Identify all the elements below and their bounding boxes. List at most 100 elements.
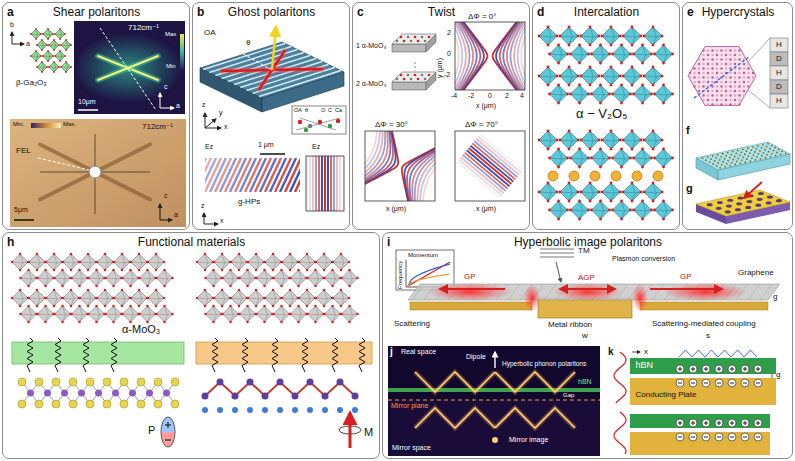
hypercrystal-slab-part (740, 151, 742, 153)
hypercrystal-lattice-part (725, 103, 727, 105)
functional-heterostructures-part (78, 269, 81, 272)
hypercrystal-lattice-part (698, 67, 700, 69)
hypercrystal-lattice-part (716, 67, 718, 69)
functional-heterostructures-part (86, 378, 94, 386)
v2o5-structure-part (629, 53, 632, 56)
hypercrystal-lattice-part (720, 90, 722, 92)
functional-heterostructures-part (138, 253, 141, 256)
hypercrystal-lattice-part (734, 103, 736, 105)
polariton-field-plot-part-part-part (459, 159, 502, 195)
hypercrystal-slab-part (756, 156, 758, 158)
functional-heterostructures-part (273, 254, 276, 270)
nano-ftir-image-part (160, 204, 161, 220)
functional-heterostructures-part (247, 379, 254, 386)
v2o5-structure-part (548, 53, 551, 56)
v2o5-structure-part (539, 131, 557, 149)
functional-heterostructures-part (265, 298, 281, 300)
functional-heterostructures-part (113, 297, 116, 300)
near-field-map (73, 21, 185, 114)
hypercrystal-lattice-part (734, 90, 736, 92)
functional-heterostructures-part (263, 321, 266, 324)
hypercrystal-lattice-part (711, 67, 713, 69)
hypercrystal-slab-part (729, 157, 731, 159)
v2o5-structure-part (613, 210, 631, 212)
hypercrystal-slab-part (730, 154, 732, 156)
v2o5-structure-part (548, 209, 551, 212)
functional-heterostructures-part (246, 269, 249, 272)
hypercrystal-slab-part (762, 144, 764, 146)
v2o5-structure-part (587, 157, 590, 160)
panel-title: Intercalation (551, 5, 662, 19)
image-charge-sketch-part (630, 414, 770, 428)
v2o5-structure-part (571, 85, 589, 103)
functional-heterostructures-part (220, 277, 223, 280)
hypercrystal-slab-part (753, 154, 755, 156)
image-charge-sketch-part (715, 433, 723, 441)
functional-heterostructures-part (257, 314, 273, 316)
label-anchor: H (776, 40, 782, 49)
v2o5-structure-part (620, 200, 623, 203)
moo3-twisted-stack-part (415, 62, 416, 71)
v2o5-structure-part (601, 201, 604, 219)
v2o5-structure-part (592, 158, 610, 160)
graphene-ribbon-scene-part (408, 264, 450, 286)
functional-heterostructures-part (19, 269, 22, 272)
image-charge-sketch-part (614, 412, 626, 454)
v2o5-structure-part (557, 148, 560, 151)
hypercrystal-slab-part (737, 150, 739, 152)
functional-heterostructures-part (221, 253, 224, 256)
functional-heterostructures-part (38, 270, 54, 286)
functional-heterostructures-part (46, 298, 62, 300)
v2o5-structure-part (623, 131, 641, 149)
functional-heterostructures-part (95, 297, 98, 300)
v2o5-structure-part (601, 35, 604, 38)
v2o5-structure-part (662, 84, 665, 87)
functional-heterostructures-part (104, 289, 107, 292)
perforated-plate-part (744, 182, 762, 198)
v2o5-structure-part (634, 54, 652, 56)
ga2o3-crystal-part (55, 34, 65, 36)
near-field-map-part (100, 28, 156, 110)
v2o5-structure-part (631, 200, 634, 203)
hypercrystal-lattice-part (716, 103, 718, 105)
panel-box: cTwist (352, 2, 530, 230)
hypercrystal-slab-part (727, 152, 729, 154)
charge-symbol (757, 366, 758, 370)
hypercrystal-lattice-part (729, 49, 731, 51)
functional-heterostructures-part (44, 305, 47, 308)
image-charge-sketch-part (745, 421, 746, 425)
functional-heterostructures-part (342, 270, 358, 286)
functional-heterostructures-part (53, 289, 56, 292)
functional-heterostructures-part (52, 400, 60, 408)
v2o5-structure-part (560, 36, 578, 38)
hypercrystal-lattice-part (716, 94, 718, 96)
figure-label: -2 (444, 71, 450, 79)
functional-heterostructures-part (61, 261, 64, 264)
ga2o3-crystal-part (55, 56, 65, 58)
hypercrystal-lattice-part (720, 67, 722, 69)
functional-heterostructures-part (44, 285, 47, 288)
v2o5-structure-part (623, 183, 641, 201)
functional-heterostructures-part (87, 253, 90, 256)
functional-heterostructures-part (27, 321, 30, 324)
hypercrystal-lattice-part (743, 72, 745, 74)
functional-heterostructures-part (282, 306, 285, 322)
polariton-field-plot-part-part (365, 131, 435, 201)
v2o5-structure-part (571, 45, 589, 63)
v2o5-structure-part (620, 62, 623, 65)
v2o5-structure-part (631, 130, 634, 133)
v2o5-structure-part (599, 44, 602, 47)
nano-ftir-image-part (160, 220, 172, 221)
ga2o3-crystal-part (35, 50, 37, 52)
image-charge-sketch-part (728, 419, 736, 427)
functional-heterostructures-part (308, 314, 324, 316)
hypercrystal-lattice-part (707, 94, 709, 96)
functional-heterostructures-part (306, 253, 309, 256)
functional-heterostructures-part (331, 261, 334, 264)
hypercrystal-slab-part (771, 153, 773, 155)
charge-symbol (690, 368, 694, 369)
v2o5-structure-part (644, 131, 662, 149)
polariton-field-plot-part-part-part (365, 131, 404, 201)
ghost-field-map-part (260, 153, 285, 155)
functional-heterostructures-part (129, 321, 132, 324)
